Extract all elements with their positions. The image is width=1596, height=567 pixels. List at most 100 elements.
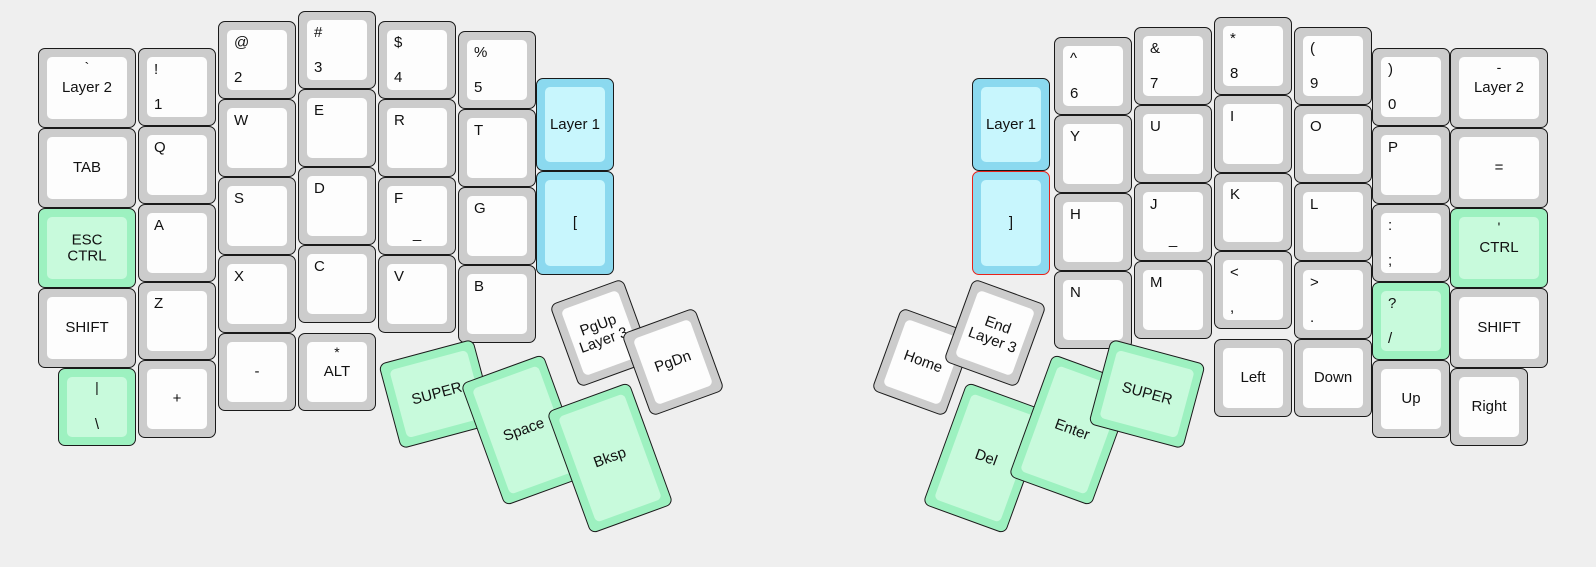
key-legend-right-r0-c3-shifted: *	[1230, 30, 1236, 47]
key-legend-left-r0-c0-top: `	[84, 59, 90, 75]
keycap-face-right-r0-c6: -Layer 2	[1459, 57, 1539, 119]
key-left-r3-c4[interactable]: V	[378, 255, 456, 333]
keycap-face-left-r4-c3: *ALT	[307, 342, 367, 402]
key-right-r0-c0[interactable]: Layer 1	[972, 78, 1050, 171]
key-right-r4-c6[interactable]: Right	[1450, 368, 1528, 446]
keycap-face-right-r2-c3: K	[1223, 182, 1283, 242]
keycap-face-right-r1-c4: O	[1303, 114, 1363, 174]
keycap-face-left-r1-c3: E	[307, 98, 367, 158]
keycap-face-left-r1-c0: TAB	[47, 137, 127, 199]
keycap-face-right-r1-c1: Y	[1063, 124, 1123, 184]
key-right-r3-c5[interactable]: ?/	[1372, 282, 1450, 360]
key-right-r2-c4[interactable]: L	[1294, 183, 1372, 261]
key-right-r1-c4[interactable]: O	[1294, 105, 1372, 183]
keycap-face-left-r2-c1: A	[147, 213, 207, 273]
key-legend-left-r0-c2-base: 2	[234, 69, 243, 87]
key-legend-left-thumb-pgdn-center: PgDn	[652, 347, 694, 377]
key-right-r4-c5[interactable]: Up	[1372, 360, 1450, 438]
key-legend-right-r1-c0-center: ]	[1008, 214, 1014, 232]
key-left-r3-c1[interactable]: Z	[138, 282, 216, 360]
key-right-r1-c3[interactable]: I	[1214, 95, 1292, 173]
key-legend-left-r2-c4-shifted: F	[394, 190, 404, 207]
key-left-r1-c2[interactable]: W	[218, 99, 296, 177]
key-right-r3-c6[interactable]: SHIFT	[1450, 288, 1548, 368]
key-legend-right-r3-c2-shifted: M	[1150, 274, 1163, 291]
key-right-r2-c6[interactable]: 'CTRL	[1450, 208, 1548, 288]
key-left-r1-c4[interactable]: R	[378, 99, 456, 177]
key-right-r0-c4[interactable]: (9	[1294, 27, 1372, 105]
key-left-r0-c4[interactable]: $4	[378, 21, 456, 99]
keycap-face-left-r0-c5: %5	[467, 40, 527, 100]
key-legend-right-r4-c4-center: Down	[1313, 369, 1353, 387]
key-left-r0-c3[interactable]: #3	[298, 11, 376, 89]
key-left-r3-c2[interactable]: X	[218, 255, 296, 333]
key-left-r0-c5[interactable]: %5	[458, 31, 536, 109]
key-right-r2-c3[interactable]: K	[1214, 173, 1292, 251]
key-legend-right-r2-c2-homing: _	[1168, 231, 1178, 249]
key-right-r3-c2[interactable]: M	[1134, 261, 1212, 339]
key-left-r4-c3[interactable]: *ALT	[298, 333, 376, 411]
key-right-r4-c3[interactable]: Left	[1214, 339, 1292, 417]
key-left-r2-c2[interactable]: S	[218, 177, 296, 255]
key-left-r4-c2[interactable]: -	[218, 333, 296, 411]
key-legend-right-r0-c5-shifted: )	[1388, 61, 1393, 78]
key-right-r3-c4[interactable]: >.	[1294, 261, 1372, 339]
key-right-r0-c2[interactable]: &7	[1134, 27, 1212, 105]
keycap-face-left-r1-c4: R	[387, 108, 447, 168]
key-right-r2-c2[interactable]: J_	[1134, 183, 1212, 261]
key-legend-left-r0-c1-shifted: !	[154, 61, 159, 78]
key-right-r0-c6[interactable]: -Layer 2	[1450, 48, 1548, 128]
key-left-r3-c5[interactable]: B	[458, 265, 536, 343]
key-left-r0-c1[interactable]: !1	[138, 48, 216, 126]
keycap-face-left-r4-c2: -	[227, 342, 287, 402]
key-left-r2-c0[interactable]: ESC CTRL	[38, 208, 136, 288]
key-left-r2-c3[interactable]: D	[298, 167, 376, 245]
key-legend-left-r1-c3-shifted: E	[314, 102, 325, 119]
key-legend-left-r1-c1-shifted: Q	[154, 139, 166, 156]
key-right-r0-c5[interactable]: )0	[1372, 48, 1450, 126]
keycap-face-right-r2-c1: H	[1063, 202, 1123, 262]
keycap-face-right-r0-c2: &7	[1143, 36, 1203, 96]
key-legend-right-r0-c4-base: 9	[1310, 75, 1319, 93]
key-left-r3-c3[interactable]: C	[298, 245, 376, 323]
key-right-r4-c4[interactable]: Down	[1294, 339, 1372, 417]
key-left-r0-c0[interactable]: `Layer 2	[38, 48, 136, 128]
key-left-r0-c2[interactable]: @2	[218, 21, 296, 99]
keycap-face-left-r3-c0: SHIFT	[47, 297, 127, 359]
key-legend-right-r4-c5-center: Up	[1401, 390, 1421, 408]
key-left-r1-c3[interactable]: E	[298, 89, 376, 167]
key-right-r1-c1[interactable]: Y	[1054, 115, 1132, 193]
keycap-face-left-r3-c4: V	[387, 264, 447, 324]
key-right-r2-c5[interactable]: :;	[1372, 204, 1450, 282]
key-left-r0-c6[interactable]: Layer 1	[536, 78, 614, 171]
key-right-r1-c6[interactable]: =	[1450, 128, 1548, 208]
key-legend-right-r3-c4-shifted: >	[1310, 274, 1319, 291]
key-right-r1-c5[interactable]: P	[1372, 126, 1450, 204]
key-right-r2-c1[interactable]: H	[1054, 193, 1132, 271]
key-left-r4-c1[interactable]: +	[138, 360, 216, 438]
keycap-face-right-r1-c0: ]	[981, 180, 1041, 266]
key-right-r1-c0[interactable]: ]	[972, 171, 1050, 275]
key-left-r3-c0[interactable]: SHIFT	[38, 288, 136, 368]
key-left-r4-c0[interactable]: |\	[58, 368, 136, 446]
key-right-r1-c2[interactable]: U	[1134, 105, 1212, 183]
key-left-r1-c0[interactable]: TAB	[38, 128, 136, 208]
key-left-r1-c6[interactable]: [	[536, 171, 614, 275]
keycap-face-left-r0-c0: `Layer 2	[47, 57, 127, 119]
keycap-face-left-r1-c6: [	[545, 180, 605, 266]
keycap-face-left-r0-c1: !1	[147, 57, 207, 117]
key-right-r3-c3[interactable]: <,	[1214, 251, 1292, 329]
key-legend-left-r0-c6-center: Layer 1	[549, 115, 601, 133]
key-left-r2-c1[interactable]: A	[138, 204, 216, 282]
key-right-r0-c1[interactable]: ^6	[1054, 37, 1132, 115]
key-right-r0-c3[interactable]: *8	[1214, 17, 1292, 95]
keycap-face-right-r4-c6: Right	[1459, 377, 1519, 437]
key-left-r2-c4[interactable]: F_	[378, 177, 456, 255]
keycap-face-right-r2-c2: J_	[1143, 192, 1203, 252]
key-legend-left-r0-c2-shifted: @	[234, 34, 250, 51]
key-right-r3-c1[interactable]: N	[1054, 271, 1132, 349]
key-left-r1-c5[interactable]: T	[458, 109, 536, 187]
key-left-r1-c1[interactable]: Q	[138, 126, 216, 204]
keycap-face-left-r2-c4: F_	[387, 186, 447, 246]
key-left-r2-c5[interactable]: G	[458, 187, 536, 265]
